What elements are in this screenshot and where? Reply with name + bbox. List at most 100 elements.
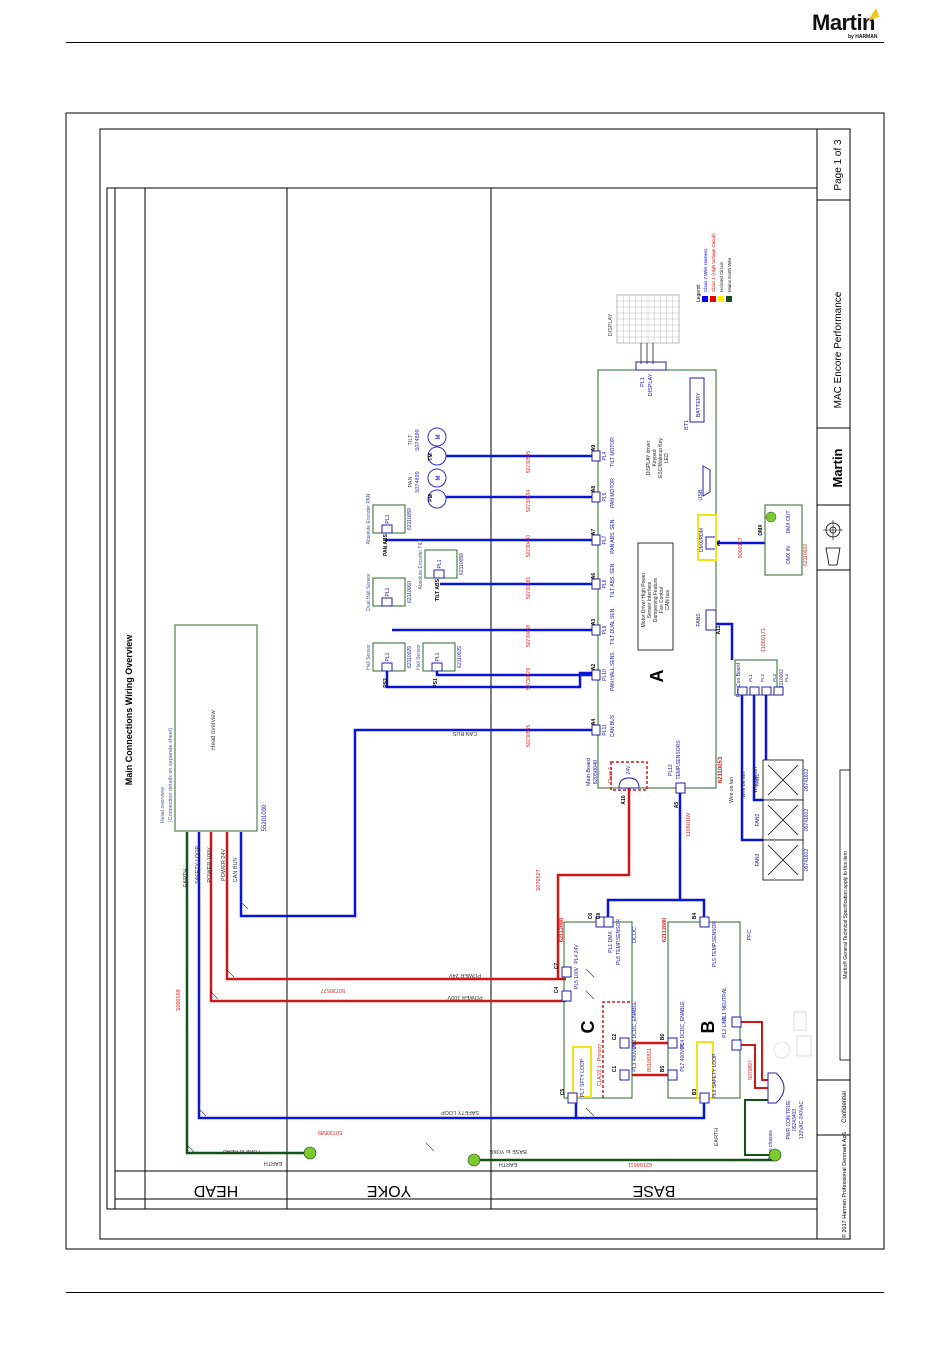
dcdc-pin-c1: C1 [612, 1066, 618, 1073]
fan-blade [767, 764, 799, 796]
fan-board-plug: PL2 [760, 674, 765, 683]
sensor-pin: PAN ABS [383, 533, 389, 556]
connector-label-a5: TEMP.SENSORS [676, 740, 682, 780]
connector-pin-a9: A9 [591, 445, 597, 452]
display-driver-item: LED [664, 453, 670, 463]
sensor-plug: PL1 [435, 652, 441, 661]
cable-fan: 11060171 [761, 628, 767, 652]
wire-count-tick [185, 1143, 195, 1153]
legend-label: Isolated Circuit [719, 261, 724, 292]
head-overview-partno: 55201030 [262, 804, 268, 831]
sensor-name: Absolute Encoder TILT [418, 539, 424, 590]
sensor-plug: PL1 [385, 652, 391, 661]
wire-label-base-to-yoke: BASE to YOKE [489, 1148, 527, 1154]
wire-label-safety-loop: SAFETY LOOP [195, 846, 201, 884]
dmx-board-partno: 62110033 [803, 544, 809, 566]
head-overview-caption: Head overview [160, 787, 166, 823]
wire-label-safety-loop-main: SAFETY LOOP [441, 1109, 479, 1115]
cable-head-earth: 5060169 [176, 989, 182, 1010]
wire-label-power-24v-main: POWER 24V [449, 972, 481, 978]
power-inlet-partno: 05243403 [792, 1109, 798, 1131]
header-rule [66, 42, 884, 43]
section-label-head: HEAD [194, 1182, 238, 1199]
power-plug-icon [773, 1011, 812, 1059]
connector-label-a3: TILT DUAL SEN. [610, 607, 616, 644]
sensor-pin: TILT ABS [435, 578, 441, 601]
wire-label-earth-chassis: EARTH [714, 1128, 720, 1147]
wire-24v-main [556, 788, 631, 979]
isolated-safety-loop-b [696, 1041, 714, 1099]
dcdc-connector-c8 [603, 916, 614, 928]
display-driver-item: DISPLAY driver [646, 440, 652, 475]
motor-tilt-glyph: M [436, 435, 442, 440]
display-connector [635, 361, 667, 371]
fan-board-partno: 62110062 [779, 669, 785, 691]
wires [185, 454, 777, 1162]
connector-pin-a5: A5 [674, 802, 680, 809]
fan-wire-label: Wire on fan [741, 772, 747, 798]
cable-24v-main: 5070527 [536, 869, 542, 890]
connector-label-a2: PAN HALL SENS. [610, 651, 616, 691]
usb-port-icon [702, 465, 711, 497]
connector-label-a1: DMX/RDM [699, 528, 705, 552]
wire-count-tick [585, 990, 595, 1000]
cable-dcdc: 05106811 [647, 1048, 653, 1072]
sensor-connector [381, 524, 393, 534]
usb-label: USB [698, 489, 704, 501]
connector-pin-a8: A8 [591, 486, 597, 493]
fan-board-plug: PL4 [784, 674, 789, 683]
pfc-label-pl1: PL1 NEUTRAL [722, 987, 728, 1021]
fan-board-connector [737, 686, 748, 696]
power-inlet-cable: 5070897 [748, 1060, 754, 1080]
dcdc-class-label: CLASS 1 : Primary [597, 1044, 603, 1086]
pfc-connector-b5 [667, 1069, 678, 1081]
diagram-title: Main Connections Wiring Overview [124, 634, 134, 785]
dmx-board [764, 504, 803, 576]
wire-count-tick [585, 968, 595, 978]
connector-pin-a11: A11 [716, 625, 722, 634]
fan-name: FAN1 [755, 774, 761, 787]
pfc-pin-b4: B4 [692, 913, 698, 920]
connector-plug-a4: PL11 [602, 724, 608, 736]
feature-item: Fan Control [659, 587, 665, 613]
sensor-connector [431, 662, 443, 672]
pfc-connector-pl2 [731, 1039, 742, 1051]
battery-label: BATTERY [696, 392, 702, 417]
footer-rule [66, 1292, 884, 1293]
connector-pin-a3: A3 [591, 619, 597, 626]
fan-name: FAN2 [755, 814, 761, 827]
dcdc-pin-c6: C6 [588, 913, 594, 920]
wire-label-power-100v: POWER 100V [207, 847, 213, 882]
sensor-name: Dual Hall Sensor [366, 573, 372, 611]
wire-earth-chassis [744, 1099, 775, 1156]
wire-label-earth-yoke: EARTH [264, 1160, 283, 1166]
connector-a5 [675, 782, 686, 794]
battery-ref: BT1 [684, 420, 690, 430]
connector-a11 [705, 609, 717, 631]
dcdc-board-letter: C [578, 1021, 598, 1034]
cable-a9: 50730535 [526, 451, 532, 473]
motor-pan-icon [427, 468, 447, 488]
sensor-name: Absolute Encoder PAN [366, 493, 372, 544]
pfc-label-b5: PL7 400VDC [680, 1042, 686, 1072]
dcdc-connector-c5 [567, 1092, 578, 1104]
main-board-name: Main Board [586, 758, 592, 786]
wire-safety-loop-b [576, 1098, 706, 1120]
legend-swatch [718, 296, 724, 302]
legend-swatch [710, 296, 716, 302]
legend-swatch [726, 296, 732, 302]
connector-pin-a7: A7 [591, 529, 597, 536]
logo-sub: by HARMAN [848, 34, 878, 40]
wire-fan1 [740, 695, 763, 842]
sensor-partno: 62110029 [407, 646, 413, 668]
motor-icon [427, 446, 447, 466]
motor-pan-name: PAN [408, 477, 414, 488]
pfc-connector-b4 [699, 916, 710, 928]
wire-count-tick [239, 900, 249, 910]
dcdc-pin-c7: C7 [554, 963, 560, 970]
